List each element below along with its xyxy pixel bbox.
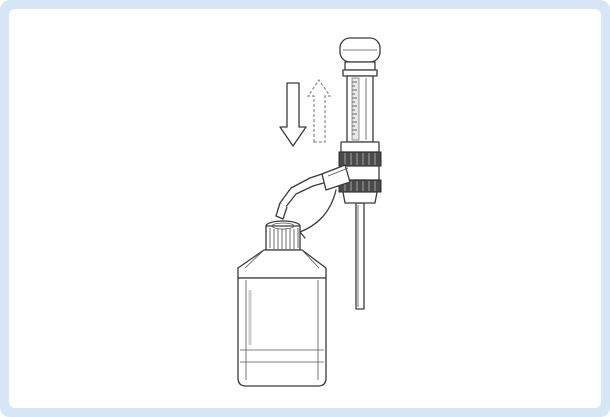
up-arrow-dashed xyxy=(306,78,332,143)
valve-block xyxy=(338,141,382,204)
dispenser-barrel xyxy=(339,37,381,143)
discharge-tube xyxy=(275,164,351,239)
down-arrow xyxy=(279,82,307,147)
bottle xyxy=(237,220,327,387)
bottle-cap xyxy=(265,220,301,251)
intake-tube xyxy=(355,202,365,310)
